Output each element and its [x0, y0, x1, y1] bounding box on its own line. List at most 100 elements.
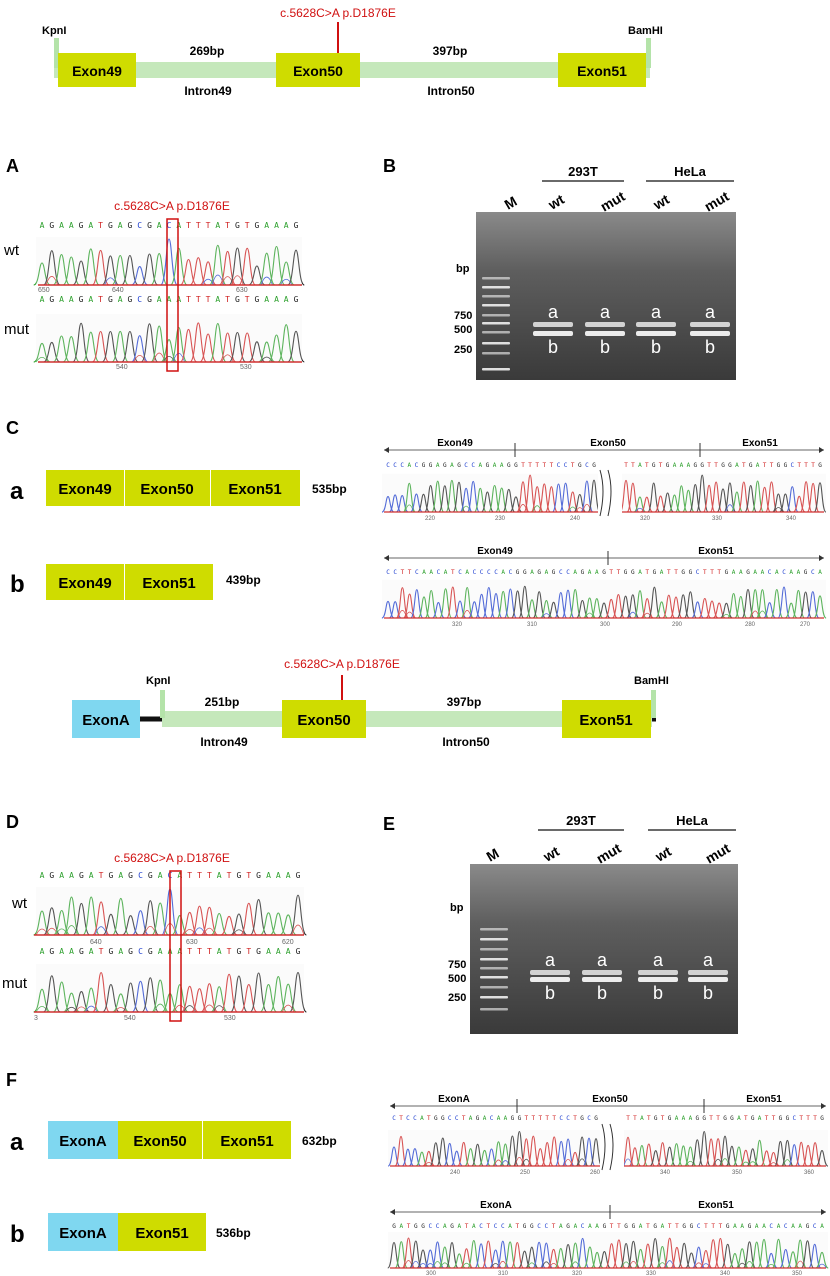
base-letter: A	[588, 1223, 592, 1230]
base-letter: A	[638, 462, 642, 469]
exon-label: Exon50	[133, 1133, 186, 1150]
position-tick: 530	[240, 364, 252, 371]
band-a	[638, 970, 678, 975]
intron-name: Intron49	[200, 735, 248, 749]
trace-peak	[782, 1159, 792, 1167]
trace-peak	[587, 479, 601, 513]
trace-peak	[568, 589, 582, 619]
position-tick: 540	[124, 1015, 136, 1022]
base-letter: G	[516, 569, 520, 576]
position-tick: 540	[116, 364, 128, 371]
base-letter: C	[557, 462, 561, 469]
exon-label: Exon50	[140, 481, 193, 498]
base-letter: A	[286, 871, 291, 880]
base-letter: A	[429, 569, 433, 576]
base-letter: A	[69, 871, 74, 880]
base-letter: C	[464, 462, 468, 469]
base-letter: A	[753, 569, 757, 576]
base-letter: T	[804, 462, 808, 469]
base-letter: C	[566, 1115, 570, 1122]
ladder-unit: bp	[456, 263, 470, 275]
trace-segment-label: Exon51	[698, 546, 734, 557]
base-letter: G	[422, 462, 426, 469]
trace-peak	[635, 507, 645, 513]
trace-peak	[94, 926, 108, 936]
position-tick: 280	[745, 622, 756, 628]
base-letter: A	[478, 462, 482, 469]
base-letter: T	[770, 462, 774, 469]
cell-line-label: HeLa	[676, 813, 709, 828]
trace-peak	[721, 613, 732, 619]
base-letter: C	[400, 462, 404, 469]
base-letter: A	[504, 1115, 508, 1122]
base-letter: T	[187, 871, 192, 880]
base-letter: G	[127, 295, 132, 304]
base-letter: A	[733, 1223, 737, 1230]
base-letter: G	[507, 462, 511, 469]
ladder-band	[480, 928, 508, 931]
exon-label: Exon50	[293, 63, 343, 79]
base-letter: T	[196, 295, 201, 304]
trace-peak	[52, 981, 71, 1013]
base-letter: T	[227, 947, 232, 956]
base-letter: A	[177, 871, 182, 880]
base-letter: G	[693, 462, 697, 469]
exon-label: Exon49	[58, 575, 111, 592]
mutation-label: c.5628C>A p.D1876E	[284, 657, 400, 671]
base-letter: G	[700, 462, 704, 469]
base-letter: C	[137, 221, 142, 230]
position-tick: 340	[720, 1271, 731, 1276]
base-letter: C	[564, 462, 568, 469]
base-letter: A	[661, 1223, 665, 1230]
base-letter: T	[765, 1115, 769, 1122]
exon-label: ExonA	[82, 712, 130, 729]
exon-box	[562, 700, 651, 738]
trace-peak	[289, 894, 307, 936]
base-letter: G	[751, 1115, 755, 1122]
trace-peak	[388, 601, 402, 619]
base-letter: G	[653, 569, 657, 576]
exon-box	[48, 1121, 118, 1159]
trace-peak	[281, 1004, 295, 1013]
base-letter: A	[775, 569, 779, 576]
lane-label: mut	[594, 840, 625, 867]
base-letter: A	[640, 1115, 644, 1122]
band-b	[638, 977, 678, 982]
base-letter: T	[571, 462, 575, 469]
base-letter: T	[719, 1223, 723, 1230]
base-letter: G	[666, 462, 670, 469]
ladder-bands	[480, 928, 508, 1011]
ladder-unit: bp	[450, 902, 464, 914]
trace-peak	[404, 611, 415, 619]
trace-peak	[628, 1260, 639, 1269]
base-letter: A	[158, 947, 163, 956]
ladder-band	[482, 331, 510, 334]
position-tick: 300	[600, 622, 611, 628]
base-letter: A	[215, 221, 220, 230]
band-b	[582, 977, 622, 982]
base-letter: A	[157, 221, 162, 230]
trace-peak	[718, 1135, 732, 1167]
position-tick: 310	[527, 622, 538, 628]
trace-peak	[510, 1241, 525, 1269]
base-letter: T	[462, 1115, 466, 1122]
base-letter: A	[493, 462, 497, 469]
chromatogram	[387, 1232, 829, 1269]
panel-c: C a Exon49 Exon50 Exon51 535bp b Exon49 …	[6, 418, 827, 628]
base-letter: C	[415, 569, 419, 576]
base-letter: C	[769, 1223, 773, 1230]
base-letter: A	[176, 295, 181, 304]
exon-box	[125, 470, 210, 506]
base-letter: G	[518, 1115, 522, 1122]
lane-label: mut	[702, 188, 733, 215]
base-letter: C	[436, 1223, 440, 1230]
base-letter: A	[40, 947, 45, 956]
ladder-band	[480, 948, 508, 951]
trace-peak	[238, 247, 257, 286]
mutation-highlight-box	[169, 870, 182, 1022]
base-letter: G	[434, 1115, 438, 1122]
